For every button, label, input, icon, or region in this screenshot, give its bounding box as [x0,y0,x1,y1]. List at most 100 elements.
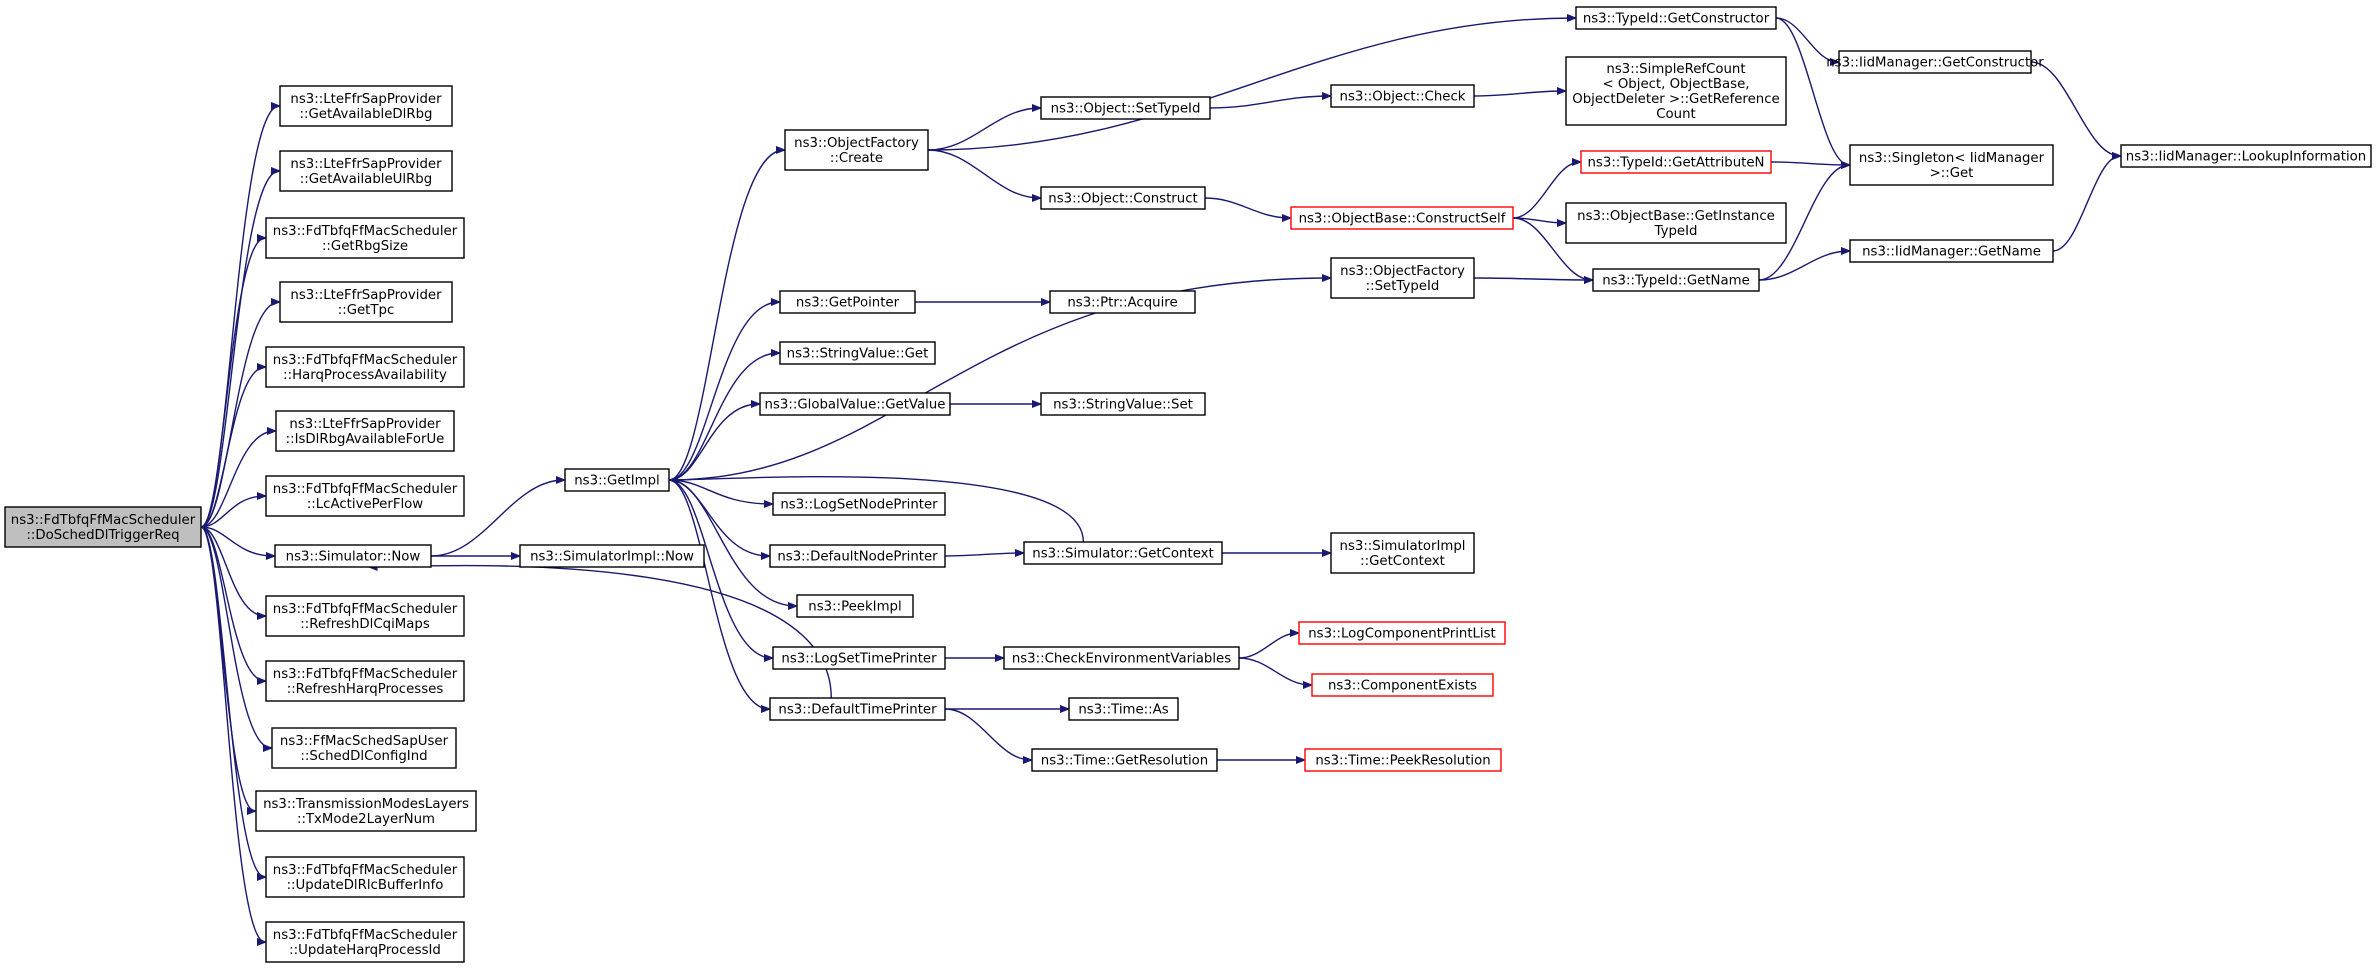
node-updDlRlc[interactable]: ns3::FdTbfqFfMacScheduler::UpdateDlRlcBu… [265,856,465,898]
edge-checkEnv-to-logCompPrint [1238,633,1298,659]
edge-root-to-refreshCqi [200,526,265,616]
node-box [1838,50,2032,74]
node-strValGet[interactable]: ns3::StringValue::Get [779,341,936,365]
edge-root-to-schedDlCfg [200,526,271,748]
node-box [772,646,946,670]
node-getAvailDl[interactable]: ns3::LteFfrSapProvider::GetAvailableDlRb… [279,85,453,127]
node-label-line: ns3::FdTbfqFfMacScheduler [273,928,458,943]
node-box [1298,621,1506,645]
edge-typeIdGetCtor-to-singletonGet [1775,17,1849,165]
node-logSetTime[interactable]: ns3::LogSetTimePrinter [772,646,946,670]
edge-getImpl-to-objFactCreate [668,150,784,481]
node-objBaseConstruct[interactable]: ns3::ObjectBase::ConstructSelf [1290,206,1514,230]
node-label-line: ns3::ObjectBase::GetInstance [1577,209,1775,224]
node-box [279,150,453,192]
node-label-line: ns3::FdTbfqFfMacScheduler [273,353,458,368]
node-isDlRbg[interactable]: ns3::LteFfrSapProvider::IsDlRbgAvailable… [275,410,455,452]
edge-defNode-to-simGetContext [944,553,1023,556]
node-label-line: ns3::FdTbfqFfMacScheduler [273,482,458,497]
node-label-line: ::DoSchedDlTriggerReq [26,528,179,543]
node-box [275,410,455,452]
node-root[interactable]: ns3::FdTbfqFfMacScheduler::DoSchedDlTrig… [4,506,202,548]
edge-getImpl-to-logSetTime [668,479,772,658]
node-label-line: ns3::FdTbfqFfMacScheduler [273,667,458,682]
node-logSetNode[interactable]: ns3::LogSetNodePrinter [772,492,946,516]
node-defTime[interactable]: ns3::DefaultTimePrinter [769,697,946,721]
node-defNode[interactable]: ns3::DefaultNodePrinter [769,544,946,568]
node-objSetTypeId[interactable]: ns3::Object::SetTypeId [1040,96,1211,120]
node-getAvailUl[interactable]: ns3::LteFfrSapProvider::GetAvailableUlRb… [279,150,453,192]
node-timePeekRes[interactable]: ns3::Time::PeekResolution [1304,748,1502,772]
edge-typeIdGetAttrN-to-singletonGet [1770,162,1849,165]
node-box [265,856,465,898]
node-label-line: ::LcActivePerFlow [307,497,423,512]
node-label-line: ::TxMode2LayerNum [297,812,435,827]
node-box [1849,144,2054,186]
node-refreshCqi[interactable]: ns3::FdTbfqFfMacScheduler::RefreshDlCqiM… [265,595,465,637]
node-ptrAcquire[interactable]: ns3::Ptr::Acquire [1049,290,1196,314]
node-box [1565,202,1787,244]
node-label-line: ns3::LteFfrSapProvider [290,157,442,172]
node-globalGetValue[interactable]: ns3::GlobalValue::GetValue [759,392,951,416]
node-box [265,921,465,963]
node-simpleRef[interactable]: ns3::SimpleRefCount< Object, ObjectBase,… [1565,56,1787,126]
node-strValSet[interactable]: ns3::StringValue::Set [1040,392,1206,416]
node-label-line: ns3::GetPointer [796,296,900,311]
node-checkEnv[interactable]: ns3::CheckEnvironmentVariables [1003,646,1240,670]
edge-root-to-getAvailUl [200,171,279,528]
edge-simGetContext-to-getImpl [670,477,1085,543]
node-box [1040,392,1206,416]
node-lcActive[interactable]: ns3::FdTbfqFfMacScheduler::LcActivePerFl… [265,475,465,517]
node-typeIdGetCtor[interactable]: ns3::TypeId::GetConstructor [1575,6,1777,30]
node-timeGetRes[interactable]: ns3::Time::GetResolution [1031,748,1218,772]
node-compExists[interactable]: ns3::ComponentExists [1311,673,1494,697]
node-label-line: ns3::CheckEnvironmentVariables [1012,652,1231,667]
node-objFactCreate[interactable]: ns3::ObjectFactory::Create [784,129,929,171]
edge-getImpl-to-getPointer [668,302,779,481]
node-box [1575,6,1777,30]
node-label-line: ns3::TypeId::GetConstructor [1583,12,1770,27]
node-simNow[interactable]: ns3::Simulator::Now [274,544,432,568]
node-box [265,475,465,517]
node-peekImpl[interactable]: ns3::PeekImpl [796,594,914,618]
node-box [769,544,946,568]
node-label-line: ns3::TransmissionModesLayers [263,797,469,812]
node-timeAs[interactable]: ns3::Time::As [1068,697,1179,721]
node-objConstruct[interactable]: ns3::Object::Construct [1040,186,1206,210]
node-objFactSetTypeId[interactable]: ns3::ObjectFactory::SetTypeId [1330,257,1475,299]
node-iidGetCtor[interactable]: ns3::IidManager::GetConstructor [1826,50,2044,74]
node-label-line: ns3::StringValue::Get [787,347,929,362]
node-getImpl[interactable]: ns3::GetImpl [564,468,670,492]
node-label-line: TypeId [1654,224,1698,239]
node-iidLookup[interactable]: ns3::IidManager::LookupInformation [2120,144,2372,168]
node-label-line: ns3::ObjectBase::ConstructSelf [1299,212,1506,227]
node-label-line: ns3::IidManager::LookupInformation [2126,150,2366,165]
node-typeIdGetName[interactable]: ns3::TypeId::GetName [1592,268,1760,292]
node-getTpc[interactable]: ns3::LteFfrSapProvider::GetTpc [279,281,453,323]
node-simImplNow[interactable]: ns3::SimulatorImpl::Now [519,544,705,568]
node-label-line: ns3::GlobalValue::GetValue [765,398,946,413]
node-updHarqId[interactable]: ns3::FdTbfqFfMacScheduler::UpdateHarqPro… [265,921,465,963]
node-logCompPrint[interactable]: ns3::LogComponentPrintList [1298,621,1506,645]
node-getPointer[interactable]: ns3::GetPointer [779,290,916,314]
node-box [271,727,457,769]
node-typeIdGetAttrN[interactable]: ns3::TypeId::GetAttributeN [1580,150,1772,174]
node-box [759,392,951,416]
edge-objFactCreate-to-typeIdGetCtor [927,18,1575,151]
edge-objBaseConstruct-to-typeIdGetAttrN [1512,162,1580,219]
node-label-line: ns3::FdTbfqFfMacScheduler [273,863,458,878]
node-singletonGet[interactable]: ns3::Singleton< IidManager >::Get [1849,144,2054,186]
node-simImplGetContext[interactable]: ns3::SimulatorImpl::GetContext [1330,532,1475,574]
node-box [519,544,705,568]
node-refreshHarq[interactable]: ns3::FdTbfqFfMacScheduler::RefreshHarqPr… [265,660,465,702]
node-schedDlCfg[interactable]: ns3::FfMacSchedSapUser::SchedDlConfigInd [271,727,457,769]
node-iidGetName[interactable]: ns3::IidManager::GetName [1849,239,2054,263]
node-harqAvail[interactable]: ns3::FdTbfqFfMacScheduler::HarqProcessAv… [265,346,465,388]
node-txMode[interactable]: ns3::TransmissionModesLayers::TxMode2Lay… [255,790,477,832]
node-getRbgSize[interactable]: ns3::FdTbfqFfMacScheduler::GetRbgSize [265,217,465,259]
node-simGetContext[interactable]: ns3::Simulator::GetContext [1023,541,1223,565]
node-objCheck[interactable]: ns3::Object::Check [1330,84,1475,108]
node-label-line: ns3::Object::Check [1340,90,1466,105]
